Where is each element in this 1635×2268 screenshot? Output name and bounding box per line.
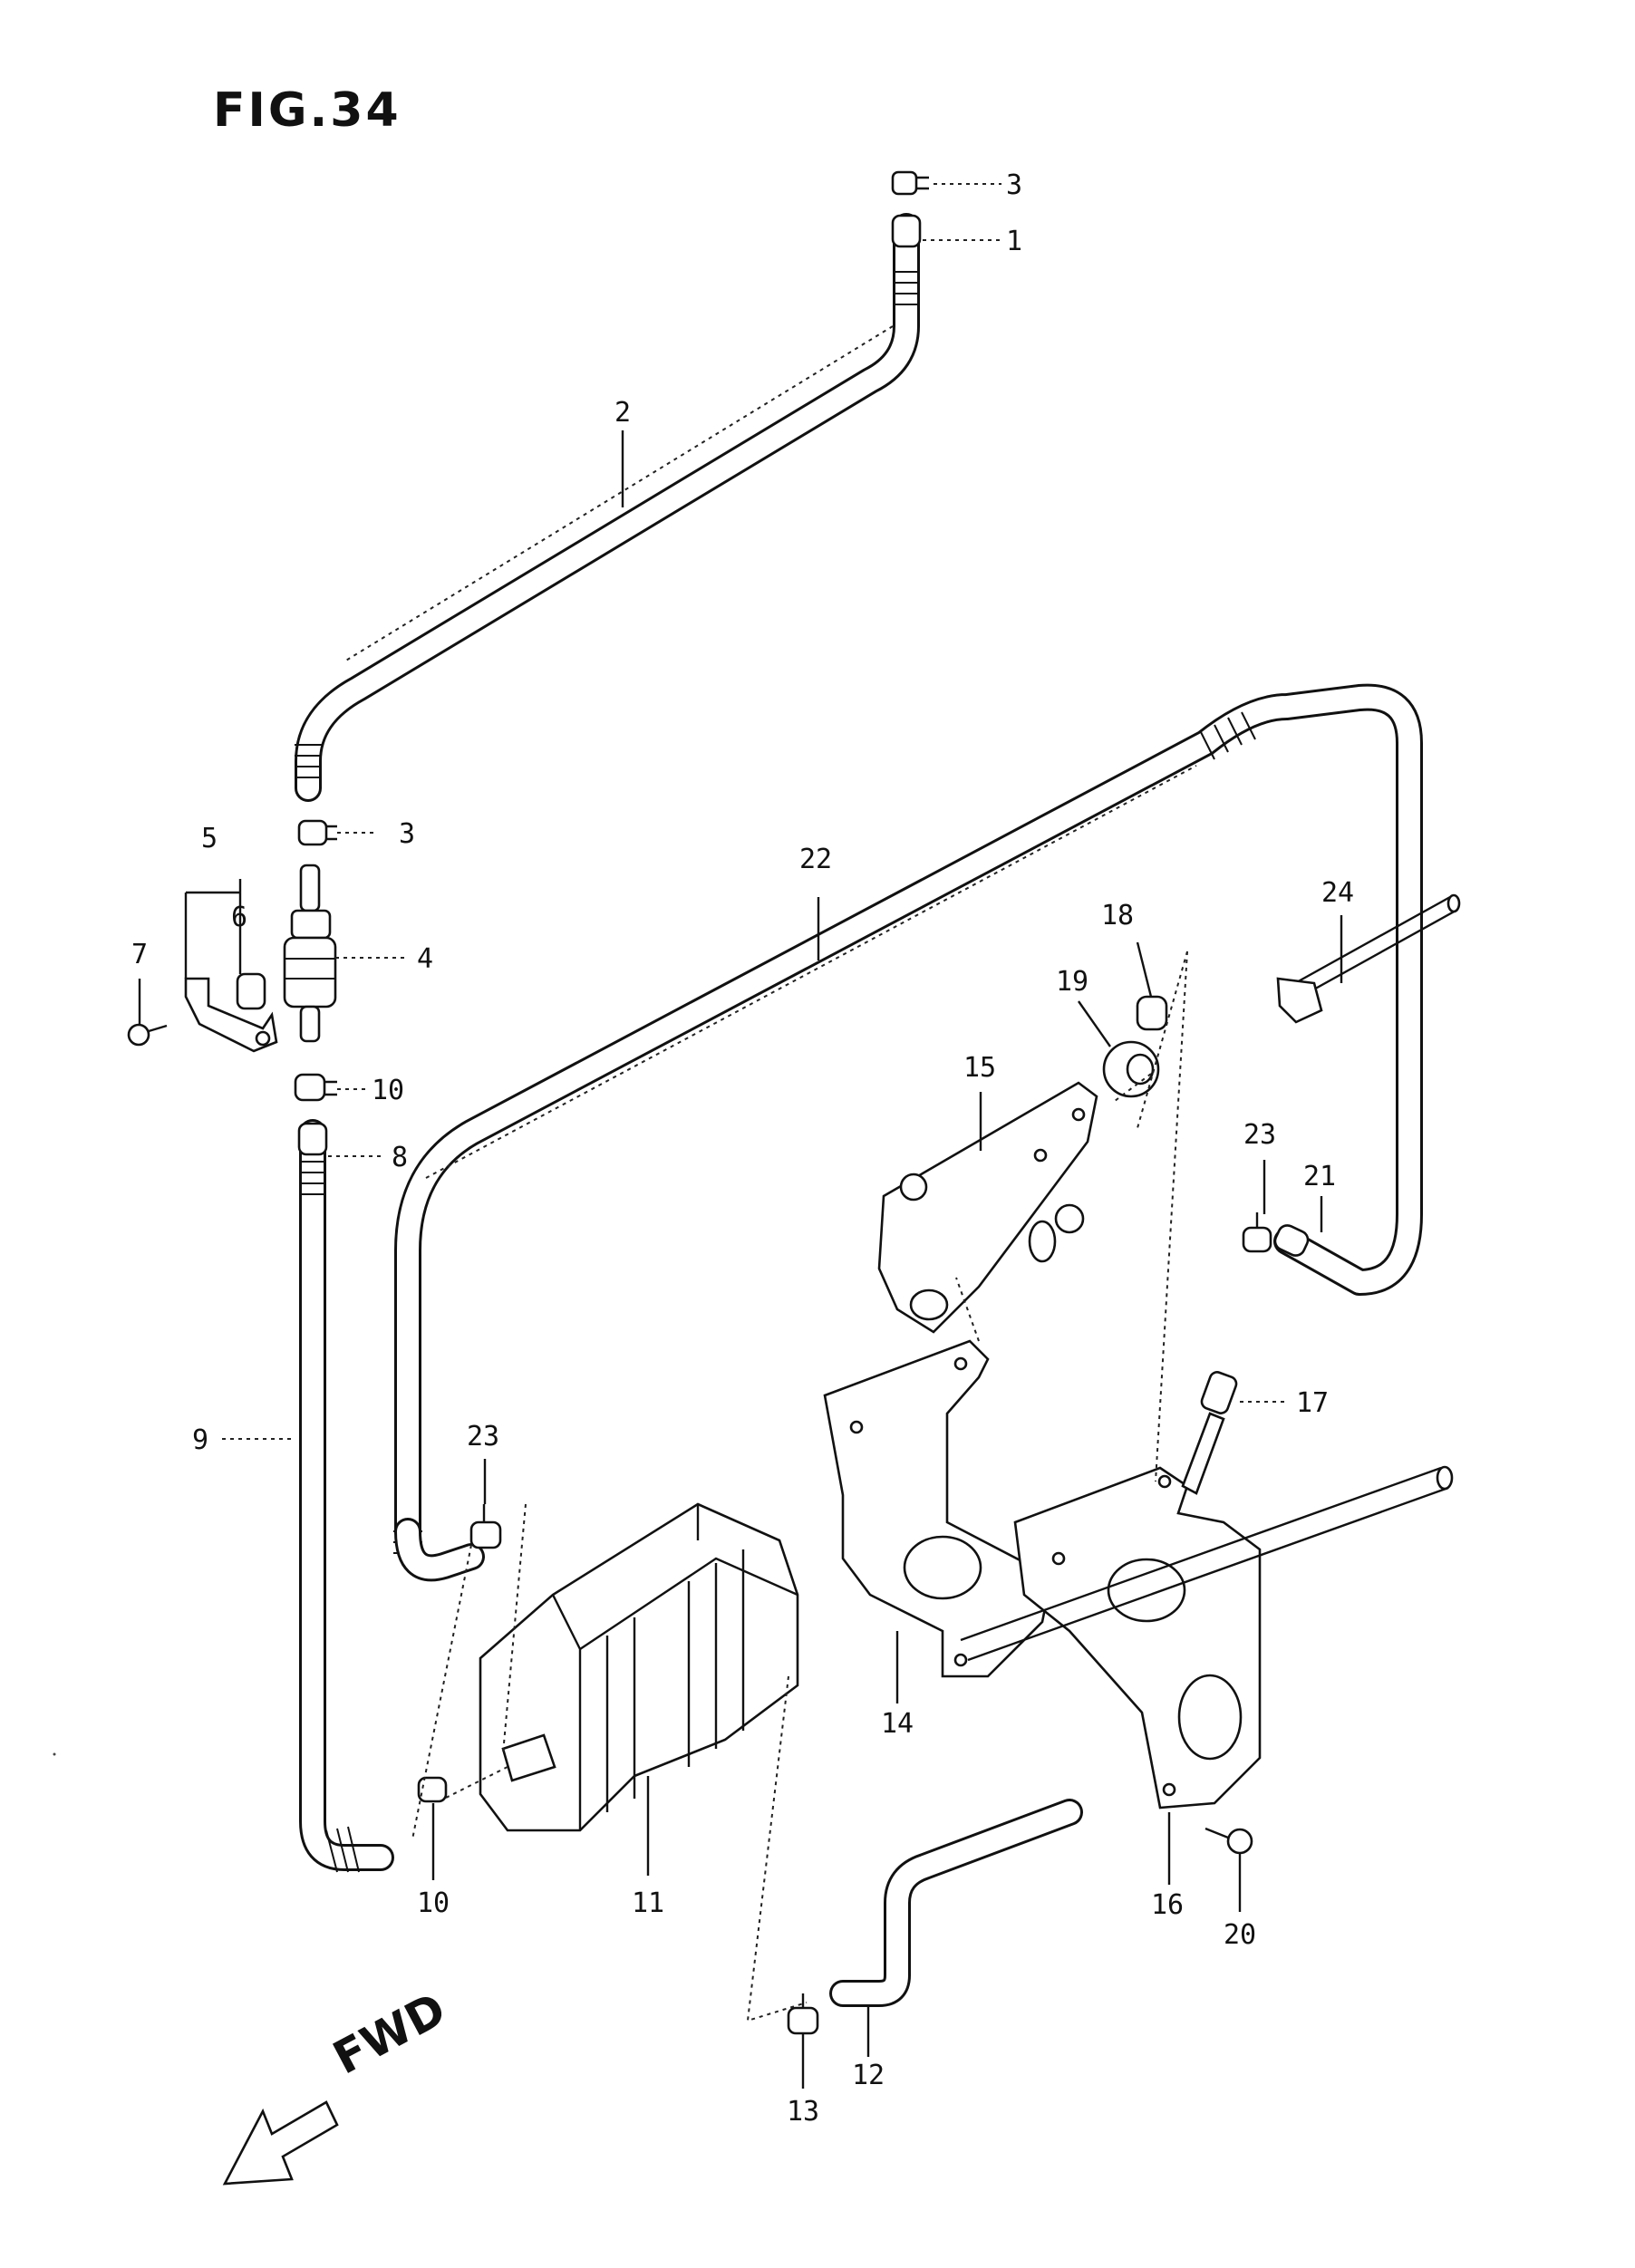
callouts: 3 1 2 3 5 6 7 4 10 8 9 22 24 [131, 169, 1354, 2128]
assembly-guide-lines [411, 951, 1188, 2022]
callout-2: 2 [614, 397, 631, 429]
callout-20: 20 [1224, 1919, 1256, 1951]
bracket-14 [823, 1339, 1053, 1678]
clip-23-right [1242, 1212, 1272, 1253]
damper-19 [1102, 1040, 1160, 1098]
stray-dot [53, 1752, 56, 1756]
clip-13 [787, 1993, 819, 2035]
bracket-5 [184, 977, 278, 1053]
callout-15: 15 [963, 1052, 996, 1084]
callout-11: 11 [632, 1887, 664, 1919]
screw-17 [1181, 1371, 1238, 1495]
screw-20 [1204, 1827, 1253, 1855]
callout-10-lower: 10 [417, 1887, 450, 1919]
bracket-15 [877, 1081, 1098, 1334]
hose-12 [829, 1799, 1083, 2007]
figure-title: FIG.34 [213, 83, 401, 138]
screw-7 [127, 1023, 168, 1047]
callout-3-top: 3 [1006, 169, 1022, 201]
clip-10-upper [294, 1073, 337, 1102]
callout-13: 13 [787, 2096, 819, 2128]
hose-22 [393, 683, 1423, 1554]
callout-9: 9 [192, 1424, 208, 1456]
bracket-16 [1013, 1466, 1262, 1810]
callout-22: 22 [799, 844, 832, 875]
callout-18: 18 [1101, 900, 1134, 931]
callout-3-middle: 3 [399, 818, 415, 850]
hose-end-21 [1273, 1224, 1310, 1257]
callout-5: 5 [201, 823, 218, 854]
clip-10-lower [417, 1776, 448, 1803]
callout-24: 24 [1321, 877, 1354, 909]
callout-16: 16 [1151, 1889, 1184, 1921]
pipe-24 [1276, 893, 1461, 1024]
clip-23-left [469, 1504, 502, 1549]
grommet-6 [236, 972, 266, 1010]
hose-2 [295, 213, 920, 802]
clip-3-top [891, 170, 929, 196]
clip-3-middle [297, 819, 337, 846]
hose-2-lower-ribs [295, 744, 322, 778]
hose-9 [299, 1119, 394, 1873]
hose-end-1 [891, 214, 922, 305]
cap-18 [1136, 995, 1168, 1031]
callout-4: 4 [417, 943, 433, 975]
forward-arrow-icon [222, 2100, 339, 2186]
callout-19: 19 [1056, 966, 1088, 998]
callout-8: 8 [392, 1142, 408, 1173]
callout-10-upper: 10 [372, 1075, 404, 1106]
callout-14: 14 [881, 1708, 914, 1740]
callout-23-left: 23 [467, 1421, 499, 1452]
callout-12: 12 [852, 2060, 885, 2091]
callout-7: 7 [131, 939, 148, 970]
callout-23-right: 23 [1243, 1119, 1276, 1151]
canister-11 [443, 1502, 799, 1832]
callout-21: 21 [1303, 1161, 1336, 1192]
callout-6: 6 [231, 902, 247, 933]
callout-17: 17 [1296, 1387, 1329, 1419]
hose-end-8 [297, 1122, 328, 1156]
hose-22-bottom-bend [394, 1518, 485, 1582]
fuel-filter-4 [283, 864, 337, 1043]
callout-1: 1 [1006, 226, 1022, 257]
pipe-through-brackets [960, 1465, 1454, 1662]
fwd-label: FWD [324, 1983, 454, 2085]
